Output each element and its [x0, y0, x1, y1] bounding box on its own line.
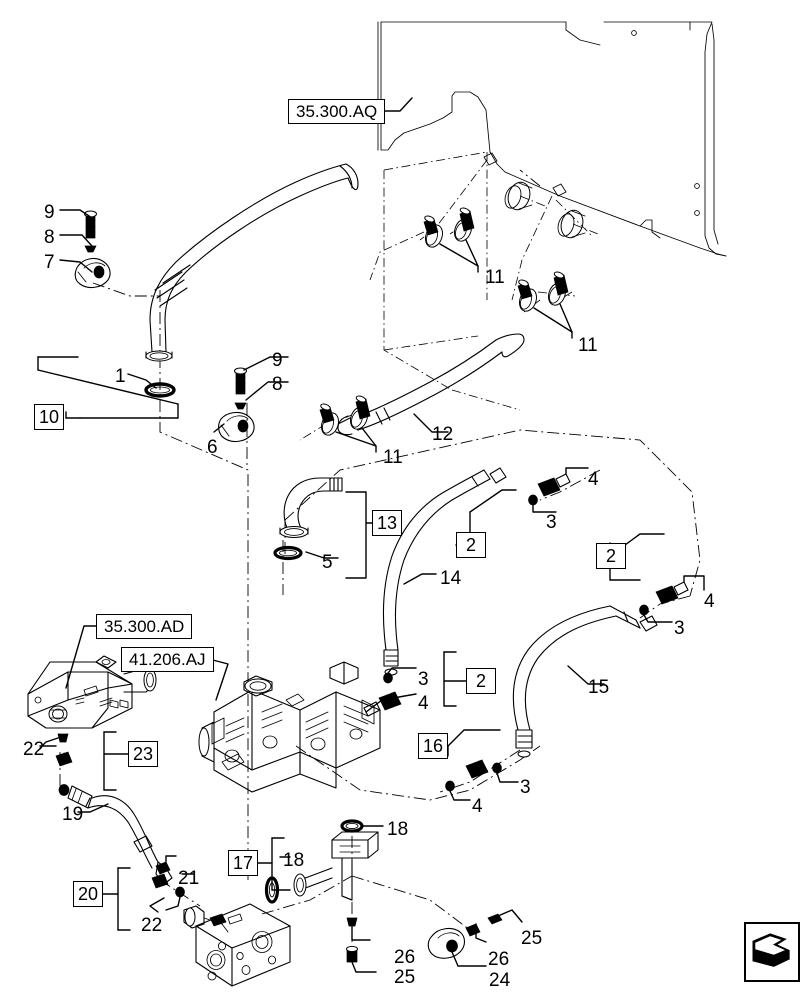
part-label-22-lower: 22 — [141, 915, 163, 936]
hose-assembly-19 — [58, 784, 173, 885]
part-label-8-center: 8 — [272, 374, 283, 395]
reference-box-35-300-aq[interactable]: 35.300.AQ — [288, 99, 386, 124]
fitting-3-4-d — [445, 759, 519, 801]
part-label-4-a: 4 — [588, 469, 599, 490]
part-label-21: 21 — [178, 868, 200, 889]
valve-block-35-300-ad — [27, 655, 157, 729]
clamp-assembly-7-8-9 — [74, 210, 111, 289]
part-label-3-a: 3 — [546, 512, 557, 533]
callout-box-2-c[interactable]: 2 — [466, 668, 496, 694]
fitting-3-4-b — [639, 575, 705, 623]
elbow-tube-13 — [279, 477, 343, 538]
connector-22-upper — [39, 733, 73, 767]
bracket-assembly-17-18 — [264, 819, 379, 973]
part-label-3-c: 3 — [418, 669, 429, 690]
reference-box-41-206-aj[interactable]: 41.206.AJ — [121, 647, 214, 672]
part-label-25-b: 25 — [521, 928, 543, 949]
part-label-9-center: 9 — [272, 350, 283, 371]
oring-5 — [273, 545, 303, 561]
clamp-group-11-lower — [319, 395, 377, 453]
tandem-pump-41-206-aj — [198, 661, 381, 793]
clamp-assembly-6-8-9 — [218, 367, 255, 443]
part-label-11-b: 11 — [578, 335, 598, 356]
part-label-18-b: 18 — [283, 850, 305, 871]
hose-assembly-14 — [382, 467, 507, 676]
part-label-6: 6 — [207, 437, 218, 458]
part-label-18-a: 18 — [387, 819, 409, 840]
part-label-5: 5 — [322, 552, 333, 573]
callout-box-23[interactable]: 23 — [128, 741, 158, 767]
part-label-1: 1 — [115, 366, 126, 387]
callout-box-13[interactable]: 13 — [372, 510, 402, 536]
arrow-orientation-icon — [744, 922, 800, 982]
callout-box-2-b[interactable]: 2 — [596, 543, 626, 569]
part-label-9-upper: 9 — [44, 202, 55, 223]
fitting-3-4-a — [528, 467, 589, 513]
oring-1 — [144, 382, 176, 398]
callout-box-17[interactable]: 17 — [228, 850, 258, 876]
lower-valve-block — [183, 903, 291, 987]
part-label-4-d: 4 — [472, 796, 483, 817]
part-label-11-a: 11 — [485, 267, 505, 288]
callout-box-16[interactable]: 16 — [418, 733, 448, 759]
frame-port-lower — [557, 209, 586, 239]
clamp-assembly-24-25-26 — [427, 909, 523, 967]
part-label-4-c: 4 — [418, 693, 429, 714]
reference-box-35-300-ad[interactable]: 35.300.AD — [96, 614, 193, 639]
leader-lines — [37, 97, 665, 931]
part-label-11-c: 11 — [383, 447, 403, 468]
hose-assembly-15 — [512, 605, 658, 758]
part-label-15: 15 — [588, 677, 610, 698]
ring-18-top — [340, 819, 364, 833]
machine-frame-panel — [377, 21, 727, 257]
part-label-12: 12 — [432, 424, 454, 445]
part-label-24: 24 — [489, 970, 511, 991]
clamp-group-11-upper-right — [517, 271, 573, 339]
part-label-14: 14 — [440, 568, 462, 589]
frame-port-upper — [504, 181, 533, 211]
hose-assembly-10 — [145, 163, 359, 362]
part-label-8-upper: 8 — [44, 227, 55, 248]
callout-box-20[interactable]: 20 — [73, 881, 103, 907]
part-label-25-a: 25 — [394, 967, 416, 988]
connector-21-22-lower — [151, 855, 185, 911]
part-label-3-b: 3 — [674, 618, 685, 639]
clamp-group-11-upper-left — [423, 207, 479, 273]
part-label-26-b: 26 — [488, 949, 510, 970]
callout-box-10[interactable]: 10 — [34, 404, 64, 430]
part-label-22-upper: 22 — [23, 739, 45, 760]
part-label-3-d: 3 — [520, 777, 531, 798]
callout-box-2-a[interactable]: 2 — [456, 532, 486, 558]
part-label-4-b: 4 — [704, 591, 715, 612]
fitting-3-4-c — [363, 667, 417, 717]
part-label-7: 7 — [44, 252, 55, 273]
part-label-19: 19 — [62, 804, 84, 825]
part-label-26-a: 26 — [394, 947, 416, 968]
